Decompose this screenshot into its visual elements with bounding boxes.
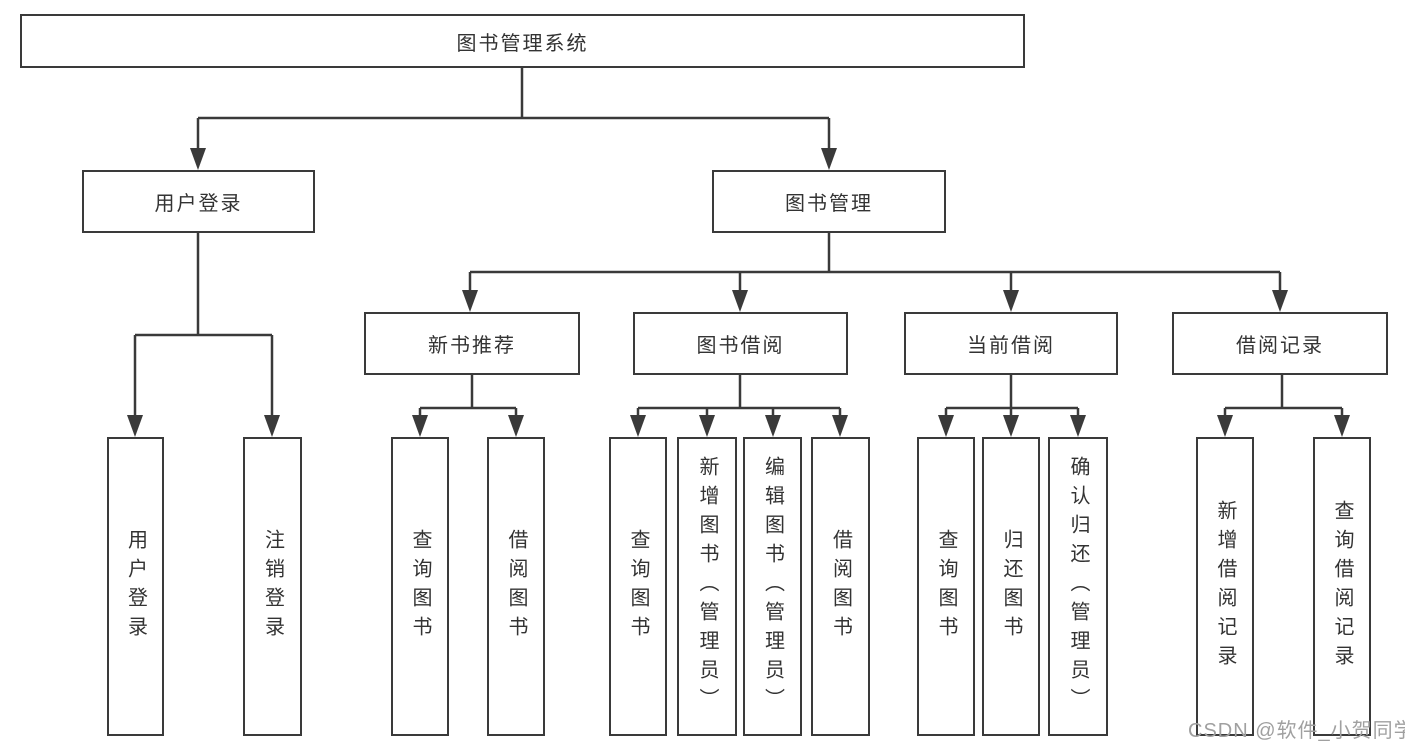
node-current-borrow: 当前借阅 — [904, 312, 1118, 375]
arrow-down-icon — [1003, 290, 1019, 312]
leaf-borrow-query-books-label: 查询图书 — [627, 528, 649, 645]
leaf-borrow-borrow-books: 借阅图书 — [811, 437, 870, 736]
connector-book-management-to-level3 — [468, 233, 1282, 292]
arrow-down-icon — [732, 290, 748, 312]
leaf-records-query-record: 查询借阅记录 — [1313, 437, 1371, 736]
arrow-down-icon — [412, 415, 428, 437]
csdn-watermark: CSDN @软件_小贺同学 — [1188, 720, 1405, 742]
leaf-current-return-books: 归还图书 — [982, 437, 1040, 736]
node-root: 图书管理系统 — [20, 14, 1025, 68]
connector-new-book-to-leaves — [418, 375, 518, 417]
leaf-current-confirm-return-admin: 确认归还（管理员） — [1048, 437, 1108, 736]
arrow-down-icon — [264, 415, 280, 437]
arrow-down-icon — [821, 148, 837, 170]
arrow-down-icon — [1217, 415, 1233, 437]
leaf-newbook-borrow-books-label: 借阅图书 — [505, 528, 527, 645]
leaf-current-query-books-label: 查询图书 — [935, 528, 957, 645]
node-user-login: 用户登录 — [82, 170, 315, 233]
arrow-down-icon — [630, 415, 646, 437]
leaf-borrow-query-books: 查询图书 — [609, 437, 667, 736]
arrow-down-icon — [1070, 415, 1086, 437]
connector-borrow-record-to-leaves — [1223, 375, 1344, 417]
leaf-newbook-borrow-books: 借阅图书 — [487, 437, 545, 736]
leaf-borrow-edit-books-admin-label: 编辑图书（管理员） — [761, 456, 784, 717]
arrow-down-icon — [1003, 415, 1019, 437]
leaf-newbook-query-books-label: 查询图书 — [409, 528, 431, 645]
node-current-borrow-label: 当前借阅 — [967, 335, 1055, 357]
leaf-current-return-books-label: 归还图书 — [1000, 528, 1022, 645]
arrow-down-icon — [765, 415, 781, 437]
arrow-down-icon — [127, 415, 143, 437]
leaf-borrow-add-books-admin: 新增图书（管理员） — [677, 437, 737, 736]
leaf-user-login-label: 用户登录 — [124, 528, 147, 645]
connector-current-borrow-to-leaves — [944, 375, 1080, 417]
leaf-logout-label: 注销登录 — [261, 528, 284, 645]
leaf-records-add-record-label: 新增借阅记录 — [1214, 499, 1236, 674]
arrow-down-icon — [699, 415, 715, 437]
arrow-down-icon — [190, 148, 206, 170]
node-new-book-recommend: 新书推荐 — [364, 312, 580, 375]
leaf-borrow-add-books-admin-label: 新增图书（管理员） — [696, 456, 718, 717]
leaf-records-query-record-label: 查询借阅记录 — [1331, 499, 1353, 674]
arrow-down-icon — [1334, 415, 1350, 437]
leaf-newbook-query-books: 查询图书 — [391, 437, 449, 736]
leaf-borrow-edit-books-admin: 编辑图书（管理员） — [743, 437, 802, 736]
node-borrow-records-label: 借阅记录 — [1236, 335, 1324, 357]
node-borrow-records: 借阅记录 — [1172, 312, 1388, 375]
arrow-down-icon — [508, 415, 524, 437]
leaf-records-add-record: 新增借阅记录 — [1196, 437, 1254, 736]
leaf-borrow-borrow-books-label: 借阅图书 — [829, 528, 852, 645]
arrow-down-icon — [832, 415, 848, 437]
node-book-borrow-label: 图书借阅 — [696, 335, 785, 357]
node-book-borrow: 图书借阅 — [633, 312, 848, 375]
connector-user-login-to-leaves — [133, 233, 274, 417]
arrow-down-icon — [938, 415, 954, 437]
leaf-logout: 注销登录 — [243, 437, 302, 736]
arrow-down-icon — [1272, 290, 1288, 312]
node-root-label: 图书管理系统 — [456, 32, 589, 55]
leaf-current-query-books: 查询图书 — [917, 437, 975, 736]
node-book-management: 图书管理 — [712, 170, 946, 233]
node-new-book-recommend-label: 新书推荐 — [428, 335, 516, 357]
arrow-down-icon — [462, 290, 478, 312]
node-user-login-label: 用户登录 — [154, 193, 243, 215]
leaf-current-confirm-return-admin-label: 确认归还（管理员） — [1067, 456, 1089, 717]
connector-book-borrow-to-leaves — [636, 375, 842, 417]
node-book-management-label: 图书管理 — [785, 193, 873, 215]
leaf-user-login: 用户登录 — [107, 437, 164, 736]
connector-root-to-level2 — [196, 68, 831, 150]
